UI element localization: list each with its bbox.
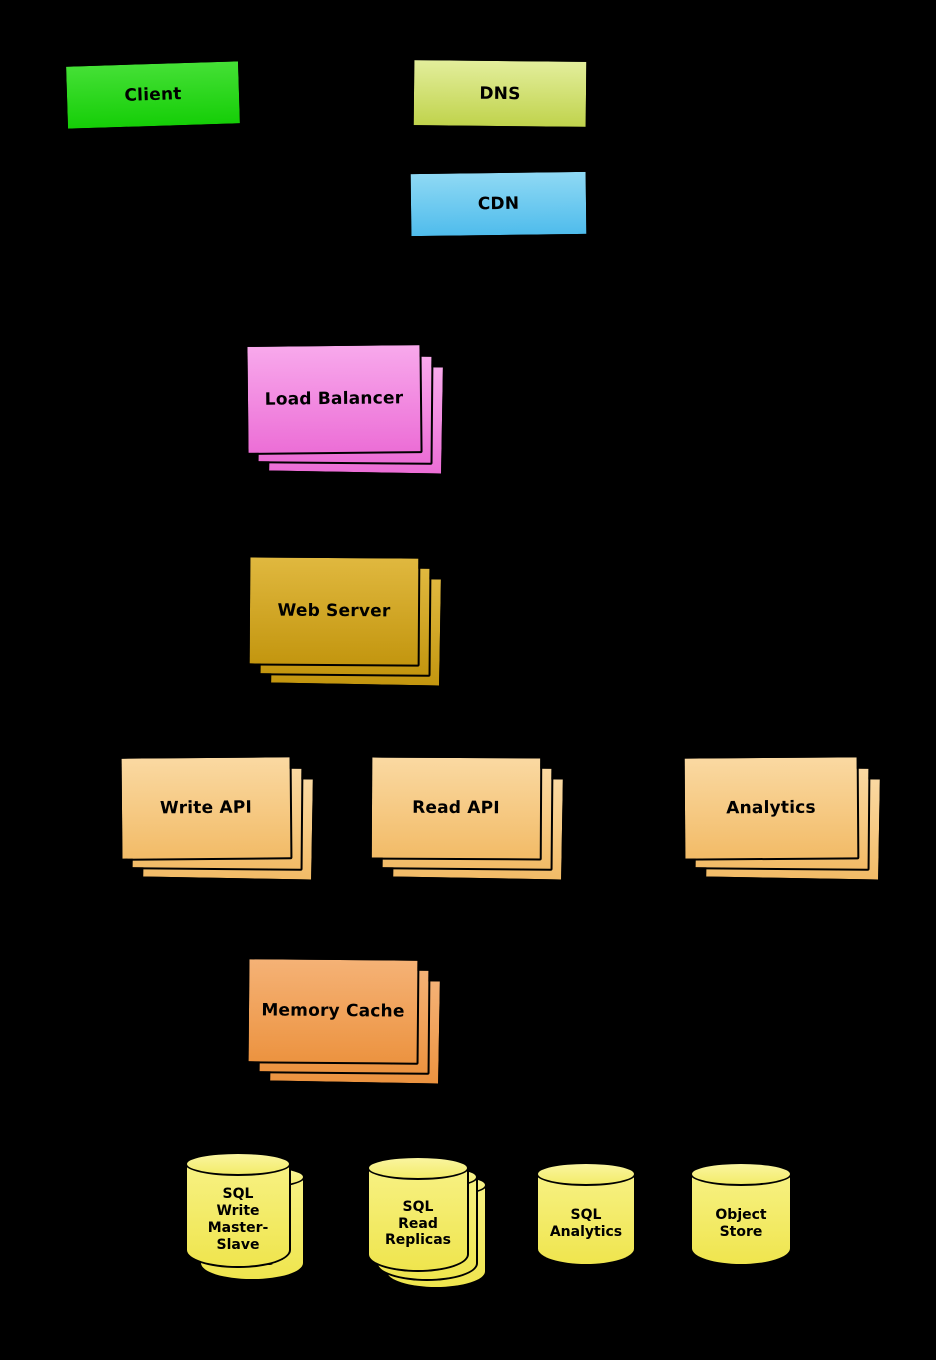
node-cdn-label: CDN <box>477 193 520 215</box>
node-write-api-label: Write API <box>159 797 253 819</box>
node-write-api: Write API <box>119 755 315 882</box>
cylinder-tube <box>690 1174 792 1266</box>
node-sql-analytics: SQL Analytics <box>536 1162 636 1266</box>
node-load-balancer-label: Load Balancer <box>264 388 404 410</box>
cylinder-lid <box>690 1162 792 1186</box>
node-read-api-label: Read API <box>412 797 500 819</box>
node-cdn-box: CDN <box>408 169 589 239</box>
node-load-balancer: Load Balancer <box>245 343 445 476</box>
node-read-api-box: Read API <box>369 755 543 861</box>
node-write-api-box: Write API <box>119 755 293 861</box>
cylinder-lid <box>536 1162 636 1186</box>
node-memory-cache-box: Memory Cache <box>246 957 420 1065</box>
node-dns: DNS <box>411 58 589 129</box>
node-object-store-label: Object Store <box>715 1207 767 1240</box>
node-client-box: Client <box>64 59 242 131</box>
cylinder-tube <box>185 1164 291 1268</box>
node-sql-write-master-slave: Slave SQL Write Master- Slave <box>185 1152 305 1281</box>
node-web-server: Web Server <box>247 555 443 688</box>
cylinder-front: Object Store <box>690 1162 792 1266</box>
node-sql-read-replicas: SQL Read Replicas <box>367 1156 487 1289</box>
node-object-store: Object Store <box>690 1162 792 1266</box>
node-sql-analytics-label: SQL Analytics <box>549 1207 623 1240</box>
cylinder-front: SQL Read Replicas <box>367 1156 469 1272</box>
node-load-balancer-box: Load Balancer <box>245 343 423 455</box>
node-analytics: Analytics <box>682 755 882 882</box>
cylinder-front: SQL Analytics <box>536 1162 636 1266</box>
cylinder-front: SQL Write Master- Slave <box>185 1152 291 1268</box>
cylinder-tube <box>367 1168 469 1272</box>
node-memory-cache-label: Memory Cache <box>261 1000 405 1022</box>
cylinder-lid <box>367 1156 469 1180</box>
cylinder-lid <box>185 1152 291 1176</box>
node-sql-read-label: SQL Read Replicas <box>385 1198 451 1249</box>
node-web-server-box: Web Server <box>247 555 421 667</box>
node-dns-box: DNS <box>411 58 589 129</box>
node-analytics-box: Analytics <box>682 755 860 861</box>
node-client-label: Client <box>124 84 182 106</box>
node-client: Client <box>64 59 242 131</box>
node-memory-cache: Memory Cache <box>246 957 442 1086</box>
node-sql-write-label: SQL Write Master- Slave <box>207 1186 269 1253</box>
node-dns-label: DNS <box>479 83 521 104</box>
node-read-api: Read API <box>369 755 565 882</box>
node-cdn: CDN <box>408 169 589 239</box>
node-analytics-label: Analytics <box>726 797 816 819</box>
node-web-server-label: Web Server <box>277 600 391 622</box>
cylinder-tube <box>536 1174 636 1266</box>
